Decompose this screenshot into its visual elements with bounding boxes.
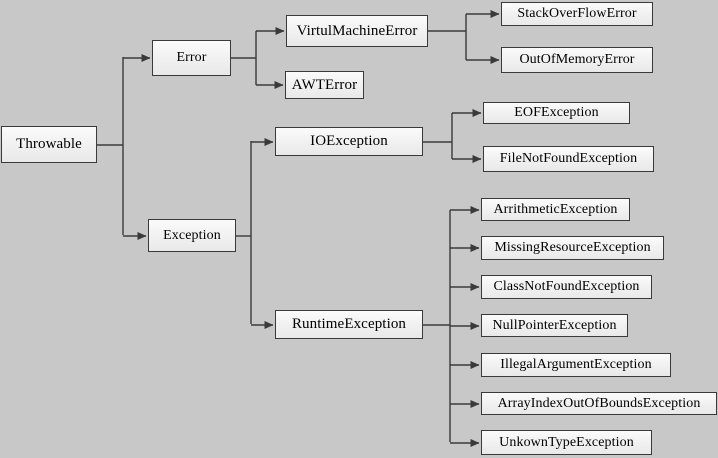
node-throwable[interactable]: Throwable xyxy=(1,126,97,163)
node-label: IOException xyxy=(310,133,388,149)
node-illegalargumentexception[interactable]: IllegalArgumentException xyxy=(481,353,671,377)
node-label: EOFException xyxy=(514,105,599,120)
node-awterror[interactable]: AWTError xyxy=(285,71,364,99)
node-stackoverflowerror[interactable]: StackOverFlowError xyxy=(501,2,653,26)
node-label: IllegalArgumentException xyxy=(500,357,652,372)
node-label: AWTError xyxy=(291,76,358,93)
node-label: ArrithmeticException xyxy=(493,201,618,217)
node-label: RuntimeException xyxy=(291,316,407,332)
node-ioexception[interactable]: IOException xyxy=(275,127,423,156)
node-nullpointerexception[interactable]: NullPointerException xyxy=(481,314,628,337)
node-runtimeexception[interactable]: RuntimeException xyxy=(275,310,423,339)
node-outofmemoryerror[interactable]: OutOfMemoryError xyxy=(501,47,653,73)
node-missingresourceexception[interactable]: MissingResourceException xyxy=(481,236,664,260)
node-label: ArrayIndexOutOfBoundsException xyxy=(497,395,701,411)
node-filenotfoundexception[interactable]: FileNotFoundException xyxy=(483,146,654,172)
node-unkowntypeexception[interactable]: UnkownTypeException xyxy=(481,430,652,455)
node-label: Error xyxy=(176,50,207,65)
node-arrayindexoutofbounds[interactable]: ArrayIndexOutOfBoundsException xyxy=(481,392,717,415)
node-label: Exception xyxy=(163,227,221,243)
node-label: VirtulMachineError xyxy=(296,22,418,39)
node-label: StackOverFlowError xyxy=(517,6,637,21)
node-virtulmachineerror[interactable]: VirtulMachineError xyxy=(286,15,428,47)
node-label: NullPointerException xyxy=(492,317,617,333)
node-error[interactable]: Error xyxy=(152,40,231,76)
node-exception[interactable]: Exception xyxy=(148,219,236,252)
node-label: UnkownTypeException xyxy=(499,434,634,450)
node-label: Throwable xyxy=(16,136,82,152)
node-classnotfoundexception[interactable]: ClassNotFoundException xyxy=(481,275,652,299)
node-label: MissingResourceException xyxy=(494,240,651,255)
node-label: FileNotFoundException xyxy=(499,151,638,166)
node-eofexception[interactable]: EOFException xyxy=(483,102,630,124)
node-arrithmeticexception[interactable]: ArrithmeticException xyxy=(481,198,630,221)
node-label: OutOfMemoryError xyxy=(519,52,635,67)
node-label: ClassNotFoundException xyxy=(493,279,640,294)
